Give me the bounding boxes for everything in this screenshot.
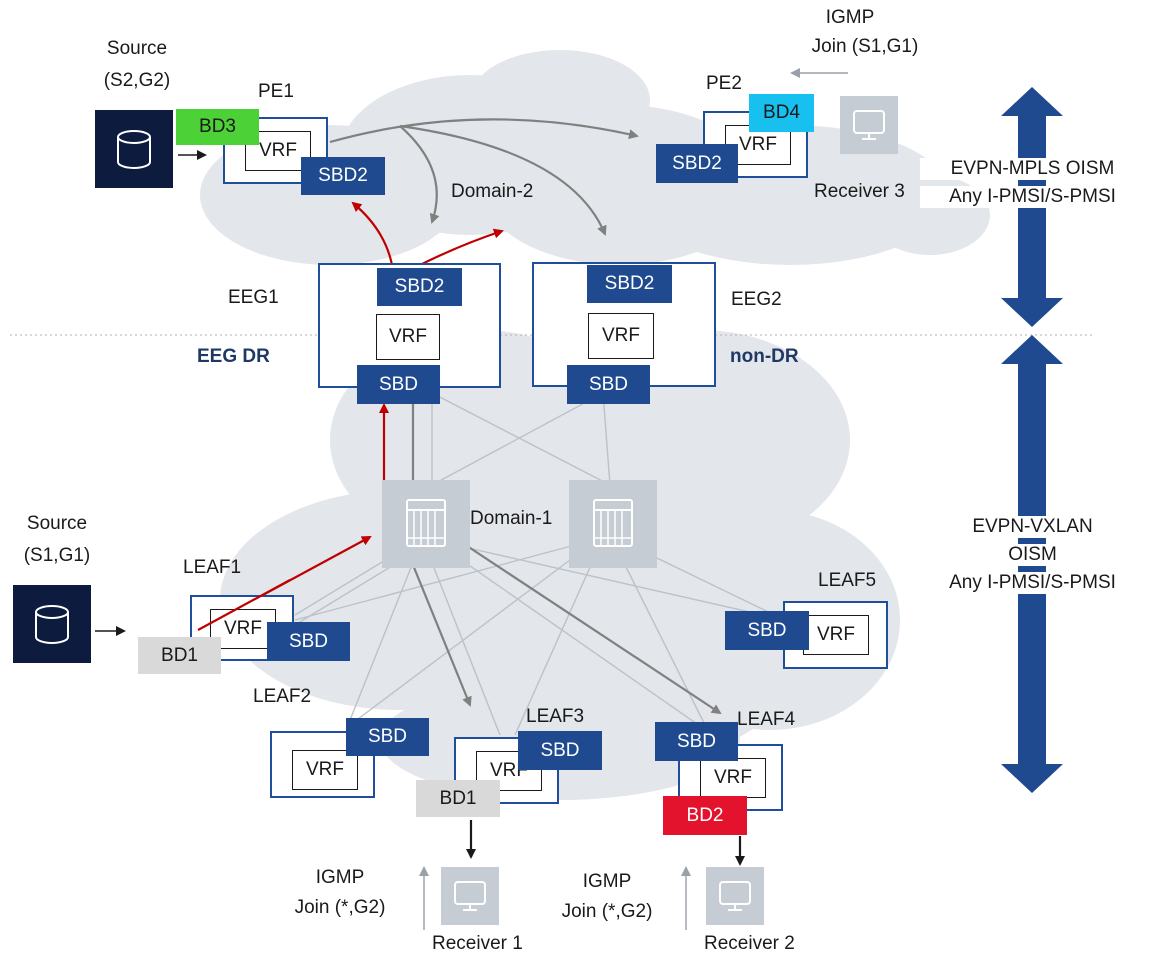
domain2-technology-label: EVPN-MPLS OISM	[920, 158, 1145, 180]
leaf2-vrf: VRF	[292, 750, 358, 790]
pe2-label: PE2	[706, 73, 742, 94]
domain2-label: Domain-2	[451, 181, 534, 202]
pe2-bd4-tag: BD4	[749, 94, 814, 132]
leaf1-sbd-tag: SBD	[267, 622, 350, 661]
source-s1-label: Source	[26, 513, 88, 534]
leaf3-sbd-tag: SBD	[518, 731, 602, 770]
flow-eeg1-domain2	[419, 228, 504, 266]
eeg2-sbd2-tag: SBD2	[587, 265, 672, 303]
eeg2-role-label: non-DR	[730, 346, 799, 367]
leaf4-label: LEAF4	[737, 709, 796, 730]
receiver2-igmp-label: IGMP	[582, 871, 632, 892]
source-s2-label: Source	[106, 38, 168, 59]
receiver2-monitor-icon	[706, 867, 764, 925]
leaf5-sbd-tag: SBD	[725, 611, 809, 650]
pe1-sbd2-tag: SBD2	[301, 157, 385, 195]
eeg1-vrf: VRF	[376, 314, 440, 360]
pe2-sbd2-tag: SBD2	[656, 144, 738, 183]
leaf4-sbd-tag: SBD	[655, 722, 738, 761]
leaf5-vrf: VRF	[803, 615, 869, 655]
pe2-igmp-label: IGMP	[825, 7, 875, 28]
eeg1-sbd2-tag: SBD2	[377, 268, 462, 306]
leaf4-bd2-tag: BD2	[663, 796, 747, 835]
flow-eeg1-pe1	[351, 201, 394, 266]
leaf2-sbd-tag: SBD	[346, 718, 429, 756]
receiver3-label: Receiver 3	[814, 181, 905, 202]
receiver2-join-label: Join (*,G2)	[561, 901, 653, 922]
flow-pe1-eeg2	[399, 124, 607, 236]
spine1-switch-icon[interactable]	[382, 480, 470, 568]
receiver1-igmp-label: IGMP	[315, 867, 365, 888]
eeg2-sbd-tag: SBD	[567, 365, 650, 404]
domain1-pmsi-label: Any I-PMSI/S-PMSI	[920, 572, 1145, 594]
flow-spine-leaf4	[454, 537, 722, 715]
domain1-technology-label: EVPN-VXLAN	[920, 516, 1145, 538]
spine2-switch-icon[interactable]	[569, 480, 657, 568]
eeg2-label: EEG2	[731, 289, 782, 310]
leaf1-label: LEAF1	[183, 557, 242, 578]
leaf4-vrf: VRF	[700, 758, 766, 798]
source-s1-server-icon	[13, 585, 91, 663]
eeg1-label: EEG1	[228, 287, 279, 308]
eeg2-vrf: VRF	[588, 313, 654, 359]
domain1-cloud	[220, 330, 900, 800]
leaf3-bd1-tag: BD1	[416, 780, 500, 817]
receiver1-label: Receiver 1	[432, 933, 523, 954]
leaf2-label: LEAF2	[253, 686, 312, 707]
eeg1-role-label: EEG DR	[197, 346, 270, 367]
domain2-pmsi-label: Any I-PMSI/S-PMSI	[920, 186, 1145, 208]
eeg1-sbd-tag: SBD	[357, 365, 440, 404]
leaf5-label: LEAF5	[818, 570, 877, 591]
source-s1-group: (S1,G1)	[23, 545, 91, 566]
domain1-oism-label: OISM	[920, 544, 1145, 566]
pe1-label: PE1	[258, 81, 294, 102]
domain1-label: Domain-1	[470, 508, 553, 529]
receiver3-monitor-icon	[840, 96, 898, 154]
source-s2-group: (S2,G2)	[103, 70, 171, 91]
source-s2-server-icon	[95, 110, 173, 188]
receiver1-join-label: Join (*,G2)	[294, 897, 386, 918]
pe2-igmp-join-label: Join (S1,G1)	[811, 36, 919, 57]
flow-pe1-eeg1	[399, 125, 440, 224]
receiver1-monitor-icon	[441, 867, 499, 925]
flow-pe1-pe2	[329, 118, 639, 144]
leaf1-bd1-tag: BD1	[138, 637, 221, 674]
pe1-bd3-tag: BD3	[176, 109, 259, 145]
receiver2-label: Receiver 2	[704, 933, 795, 954]
leaf3-label: LEAF3	[526, 706, 585, 727]
